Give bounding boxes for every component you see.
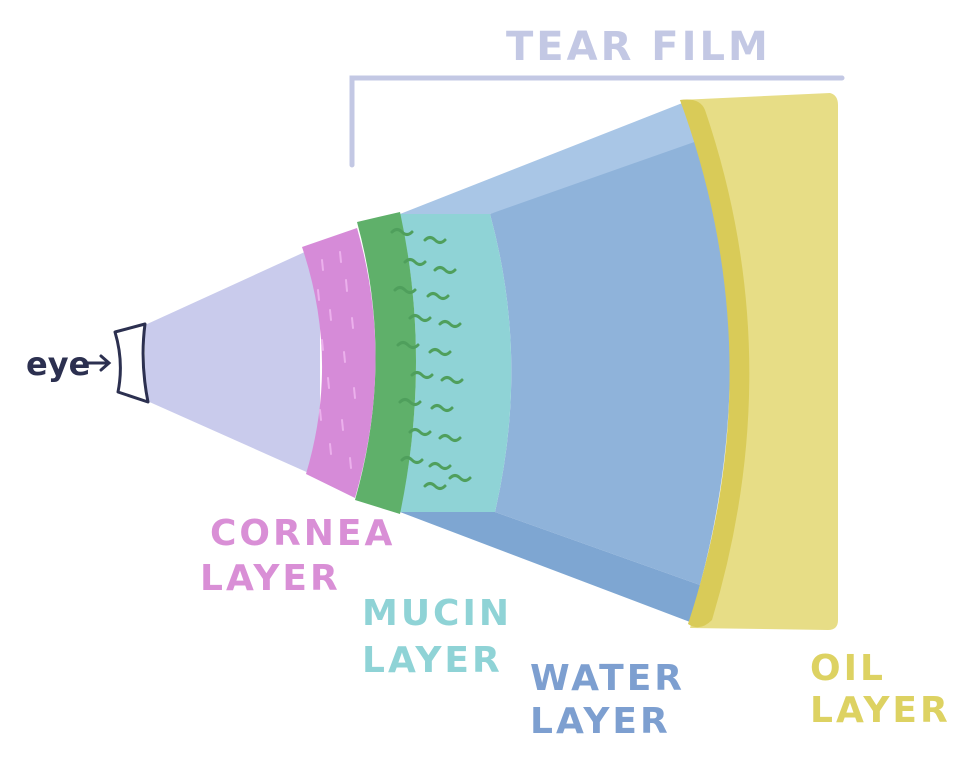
cornea-texture: [317, 251, 356, 469]
eye-label: eye: [26, 345, 90, 383]
mucin-label-line2: LAYER: [362, 640, 503, 681]
water-label-line1: WATER: [530, 658, 685, 699]
oil-layer-edge: [680, 99, 750, 628]
water-layer-bottom-band: [400, 512, 700, 622]
oil-label-line1: OIL: [810, 648, 886, 689]
oil-label-line2: LAYER: [810, 690, 951, 731]
mucin-label-line1: MUCIN: [362, 593, 512, 634]
eye-icon: [113, 322, 150, 404]
light-beam: [145, 245, 320, 478]
cornea-label-line2: LAYER: [200, 558, 341, 599]
water-layer-top-band: [400, 100, 700, 214]
cornea-label-line1: CORNEA: [210, 513, 395, 554]
mucin-layer-inner: [400, 214, 512, 512]
tear-film-label: TEAR FILM: [506, 24, 771, 70]
arrow-right-icon: [86, 354, 112, 372]
water-label-line2: LAYER: [530, 701, 671, 742]
cornea-layer: [302, 228, 376, 498]
bracket-icon: [349, 75, 845, 168]
mucin-squiggles: [390, 228, 472, 490]
water-layer: [490, 140, 730, 585]
